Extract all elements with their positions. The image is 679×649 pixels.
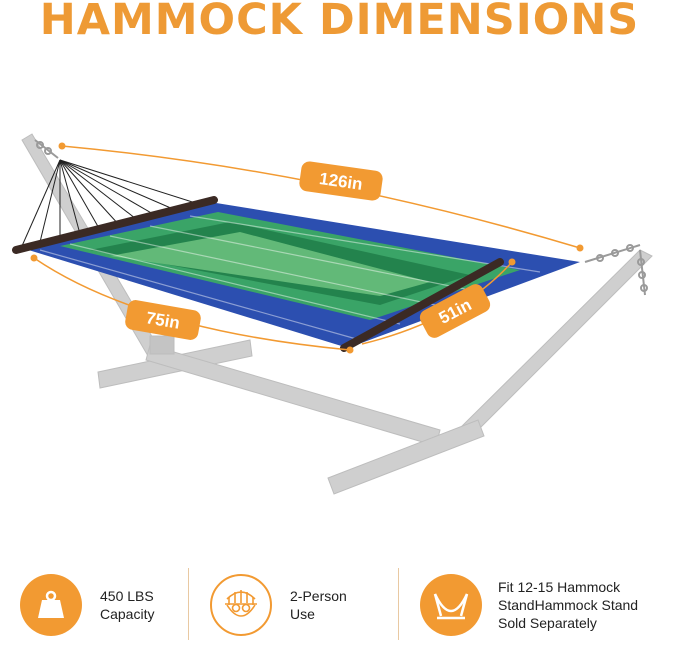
feature-persons: 2-Person Use — [210, 560, 347, 649]
two-person-icon — [210, 573, 272, 636]
feature-capacity: 450 LBS Capacity — [20, 560, 154, 649]
hammock-stand — [21, 133, 653, 495]
divider — [398, 568, 399, 640]
feature-stand-line2: StandHammock Stand — [498, 596, 639, 613]
stand-icon — [420, 573, 482, 636]
dim-label-width: 75in — [125, 300, 201, 340]
feature-stand: Fit 12-15 Hammock StandHammock Stand Sol… — [420, 560, 638, 649]
divider — [188, 568, 189, 640]
feature-stand-line1: Fit 12-15 Hammock — [498, 578, 621, 595]
page-title: HAMMOCK DIMENSIONS — [39, 0, 640, 45]
feature-persons-line2: Use — [290, 605, 315, 622]
feature-capacity-line1: 450 LBS — [100, 587, 154, 604]
feature-stand-line3: Sold Separately — [498, 614, 597, 631]
chain — [34, 139, 648, 296]
feature-strip: 450 LBS Capacity 2-Person Use — [0, 560, 679, 649]
weight-icon — [20, 573, 82, 636]
hammock-illustration: 126in 75in 51in — [12, 133, 653, 495]
dim-label-length: 126in — [299, 161, 383, 201]
feature-persons-line1: 2-Person — [290, 587, 347, 604]
feature-capacity-line2: Capacity — [100, 605, 155, 622]
spreader-bars — [12, 196, 504, 352]
hammock-strings-left — [21, 159, 206, 247]
